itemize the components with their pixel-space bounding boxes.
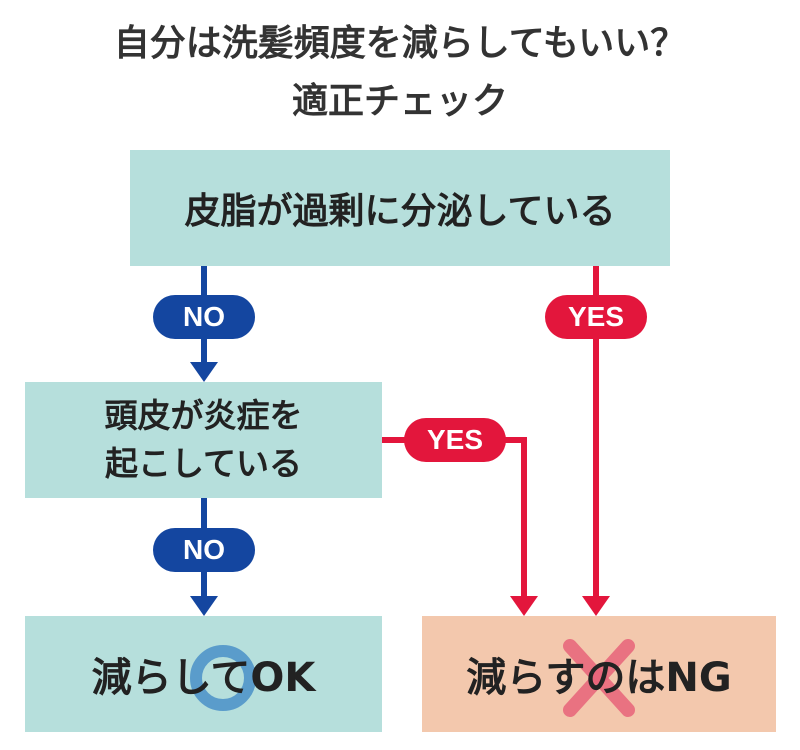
arrowhead-yes1: [582, 596, 610, 616]
question-node-inflammation: 頭皮が炎症を 起こしている: [25, 382, 382, 498]
title-line-2: 適正チェック: [291, 81, 508, 122]
arrowhead-no1: [190, 362, 218, 382]
edge-label-no-1: NO: [153, 295, 255, 339]
edge-label-yes-2: YES: [404, 418, 506, 462]
edge-label-no-2: NO: [153, 528, 255, 572]
question-node-sebum-label: 皮脂が過剰に分泌している: [184, 191, 616, 232]
arrowhead-yes2: [510, 596, 538, 616]
result-node-ok: 減らしてOK: [25, 616, 382, 732]
arrowhead-no2: [190, 596, 218, 616]
result-node-ng: 減らすのはNG: [422, 616, 776, 732]
edge-label-yes-1: YES: [545, 295, 647, 339]
connector-yes2-line: [382, 437, 527, 598]
question-node-inflammation-line-2: 起こしている: [104, 444, 302, 483]
question-node-inflammation-line-1: 頭皮が炎症を: [104, 396, 303, 435]
result-node-ng-label: 減らすのはNG: [466, 655, 732, 701]
title-line-1: 自分は洗髪頻度を減らしてもいい？: [113, 23, 687, 64]
question-node-sebum: 皮脂が過剰に分泌している: [130, 150, 670, 266]
result-node-ok-label: 減らしてOK: [91, 655, 316, 701]
